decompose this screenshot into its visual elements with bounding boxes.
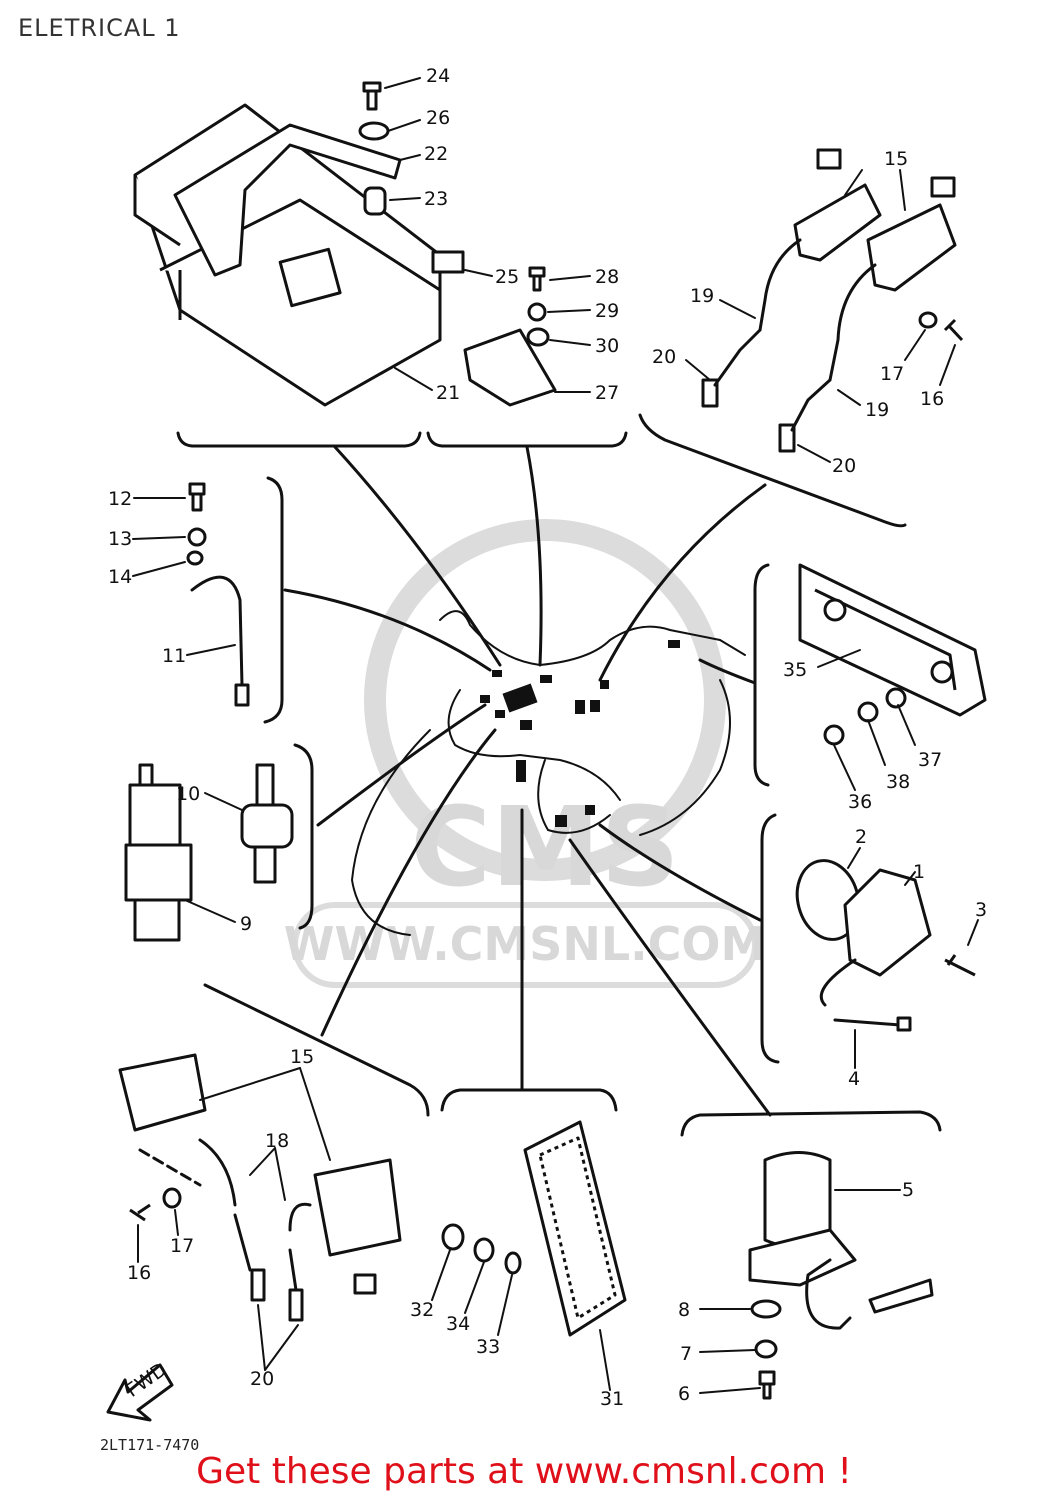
bolt-16-top: [943, 318, 964, 342]
collar-23: [363, 186, 387, 216]
callout-18: 18: [265, 1130, 289, 1152]
callout-9: 9: [240, 913, 252, 935]
callout-1: 1: [913, 861, 925, 883]
callout-19-a: 19: [690, 285, 714, 307]
callout-6: 6: [678, 1383, 690, 1405]
nut-29: [527, 302, 547, 322]
callout-37: 37: [918, 749, 942, 771]
ignition-coils-bottom: [118, 1053, 402, 1322]
ignition-coils-top: [701, 148, 957, 453]
callout-4: 4: [848, 1068, 860, 1090]
fwd-arrow: FWD: [106, 1358, 174, 1422]
callout-10: 10: [176, 783, 200, 805]
callout-8: 8: [678, 1299, 690, 1321]
callout-16-bottom: 16: [127, 1262, 151, 1284]
washer-30: [526, 327, 550, 347]
callout-38: 38: [886, 771, 910, 793]
callout-34: 34: [446, 1313, 470, 1335]
callout-11: 11: [162, 645, 186, 667]
callout-20-a: 20: [652, 346, 676, 368]
callout-22: 22: [424, 143, 448, 165]
callout-15-bottom: 15: [290, 1046, 314, 1068]
cdi-unit-assembly: [133, 103, 442, 407]
reflector-31: [441, 1120, 627, 1337]
switch-9: [124, 763, 193, 942]
callout-24: 24: [426, 65, 450, 87]
callout-26: 26: [426, 107, 450, 129]
ground-lead-assembly: [186, 482, 250, 707]
callout-30: 30: [595, 335, 619, 357]
callout-16-top: 16: [920, 388, 944, 410]
callout-7: 7: [680, 1343, 692, 1365]
callout-20-b: 20: [832, 455, 856, 477]
leader-lines: [283, 445, 772, 1117]
sender-unit-5: [748, 1151, 934, 1400]
callout-17-bottom: 17: [170, 1235, 194, 1257]
callout-20-bottom: 20: [250, 1368, 274, 1390]
callout-36: 36: [848, 791, 872, 813]
callout-3: 3: [975, 899, 987, 921]
bolt-28: [528, 266, 546, 292]
bolt-24: [362, 81, 382, 111]
switch-10: [240, 763, 294, 884]
drawing-code: 2LT171-7470: [100, 1436, 200, 1454]
callout-19-b: 19: [865, 399, 889, 421]
page-title: ELETRICAL 1: [18, 14, 181, 42]
callout-32: 32: [410, 1299, 434, 1321]
callout-numbers: 24 26 22 23 25 28 29 30 27 21 15 19 20 1…: [108, 65, 987, 1410]
callout-25: 25: [495, 266, 519, 288]
sensor-assembly: [795, 859, 976, 1032]
callout-14: 14: [108, 566, 132, 588]
clip-25: [431, 250, 465, 274]
callout-35: 35: [783, 659, 807, 681]
regulator-27: [463, 328, 557, 407]
callout-12: 12: [108, 488, 132, 510]
rear-reflector-assembly: [798, 563, 987, 746]
callout-17-top: 17: [880, 363, 904, 385]
cms-watermark: CMS WWW.CMSNL.COM: [284, 519, 766, 988]
watermark-logo: CMS: [410, 783, 679, 911]
callout-15-top: 15: [884, 148, 908, 170]
callout-31: 31: [600, 1388, 624, 1410]
callout-33: 33: [476, 1336, 500, 1358]
grommet-26: [358, 121, 390, 141]
washer-17-top: [918, 311, 938, 329]
callout-28: 28: [595, 266, 619, 288]
callout-29: 29: [595, 300, 619, 322]
callout-leaders: [132, 77, 979, 1394]
callout-21: 21: [436, 382, 460, 404]
callout-13: 13: [108, 528, 132, 550]
promo-link[interactable]: Get these parts at www.cmsnl.com !: [196, 1451, 852, 1492]
callout-27: 27: [595, 382, 619, 404]
callout-5: 5: [902, 1179, 914, 1201]
callout-2: 2: [855, 826, 867, 848]
callout-23: 23: [424, 188, 448, 210]
